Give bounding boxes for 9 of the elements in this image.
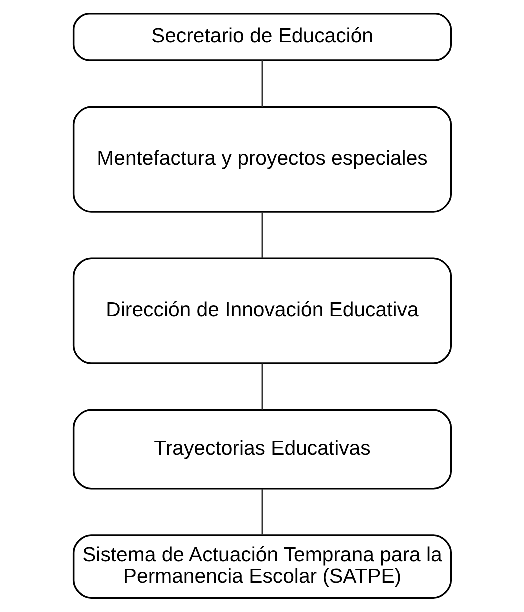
connector xyxy=(261,489,263,536)
node-box: Dirección de Innovación Educativa xyxy=(72,258,452,364)
node-box: Mentefactura y proyectos especiales xyxy=(72,106,452,213)
connector xyxy=(261,212,263,258)
connector xyxy=(261,60,263,108)
node-box: Sistema de Actuación Temprana para la Permanencia Escolar (SATPE) xyxy=(72,534,452,599)
node-box: Trayectorias Educativas xyxy=(72,409,452,490)
node-box: Secretario de Educación xyxy=(72,13,452,62)
connector xyxy=(261,364,263,410)
